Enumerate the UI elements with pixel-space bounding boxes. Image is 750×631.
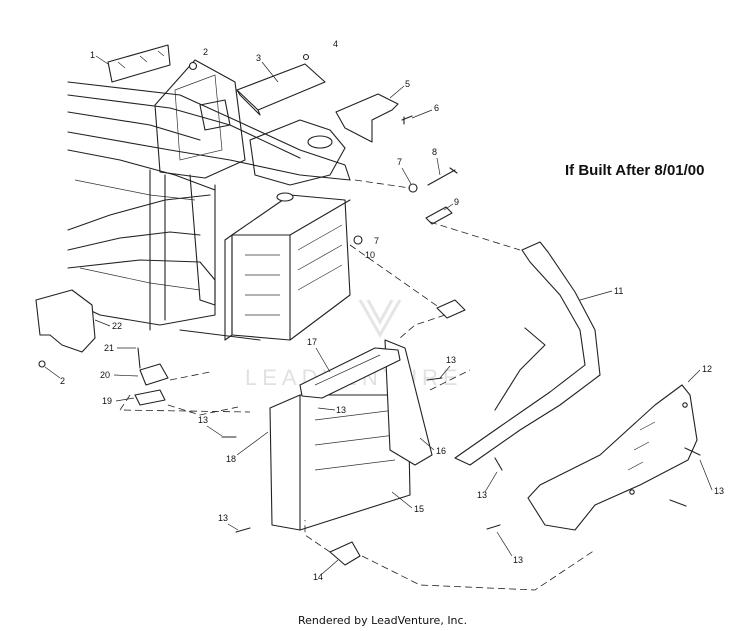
callout-10: 10 [365,250,375,260]
callout-13e: 13 [714,486,724,496]
callout-22: 22 [112,321,122,331]
callout-13d: 13 [477,490,487,500]
fasteners-13 [221,377,701,533]
callout-11: 11 [614,286,623,296]
callout-18: 18 [226,454,236,464]
callout-7: 7 [397,157,402,167]
callout-2: 2 [203,47,208,57]
radiator [224,192,351,341]
part-19-strip [134,389,166,406]
part-12-skid-plate [527,384,698,531]
callout-5: 5 [405,79,410,89]
callout-13f: 13 [218,513,228,523]
callout-6: 6 [434,103,439,113]
part-20-hinge [139,363,169,386]
part-2-screw [188,61,198,71]
callout-9: 9 [454,197,459,207]
callout-19: 19 [102,396,112,406]
callout-14: 14 [313,572,323,582]
callout-16: 16 [436,446,446,456]
part-3-panel [236,63,326,111]
callout-13c: 13 [336,405,346,415]
part-5-bracket [335,93,399,143]
part-8-bolt [427,167,458,186]
callout-21: 21 [104,343,114,353]
part-9-bushing [425,206,453,225]
part-14-clip [329,541,361,566]
callout-13b: 13 [198,415,208,425]
part-21-pin [137,347,141,369]
assembly-guides [119,179,596,591]
part-4-fastener [302,53,310,61]
callout-20: 20 [100,370,110,380]
part-10-nut [353,235,363,245]
callout-1: 1 [90,50,95,60]
part-1-shield [107,44,171,83]
callout-12: 12 [702,364,712,374]
callout-3: 3 [256,53,261,63]
part-7-nut [408,183,418,193]
part-17-vent [299,347,401,399]
callout-4: 4 [333,39,338,49]
part-11-bumper [454,241,601,466]
part-2-screw-lower [38,360,46,368]
callout-2-lower: 2 [60,376,65,386]
callout-13g: 13 [513,555,523,565]
callout-17: 17 [307,337,317,347]
callouts: 1 2 3 4 5 6 7 8 9 7 10 11 12 13 13 13 13… [44,39,724,582]
footer-credit: Rendered by LeadVenture, Inc. [298,614,467,627]
callout-7b: 7 [374,236,379,246]
part-16-side-panel [384,339,433,466]
callout-8: 8 [432,147,437,157]
callout-13a: 13 [446,355,456,365]
part-6-bolt [401,115,413,125]
watermark-logo [358,299,402,339]
chassis-frame [67,59,351,341]
note-heading: If Built After 8/01/00 [565,162,704,179]
callout-15: 15 [414,504,424,514]
part-22-plate [35,289,96,353]
